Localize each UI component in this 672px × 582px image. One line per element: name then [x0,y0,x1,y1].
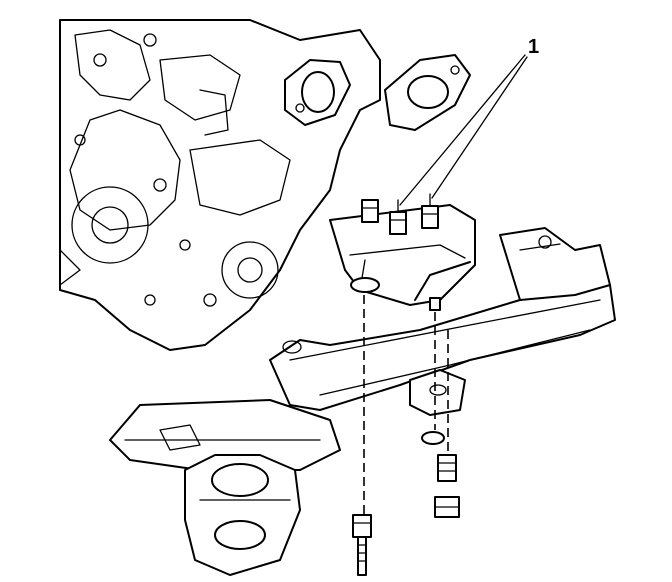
washer [421,431,445,445]
mount-bolt-right [434,454,460,518]
nut-small [429,297,441,311]
callout-leaders [399,54,528,206]
engine-block [59,19,381,351]
manifold-flanges [284,54,471,131]
stud-nut [361,199,379,223]
alignment-lines [363,295,449,515]
mount-stud-nuts [361,193,439,235]
stud-nut [421,193,439,229]
engine-mount-bracket [329,204,476,306]
callout-1: 1 [528,36,540,58]
stud-nut [389,199,407,235]
mount-bolt-left [352,514,372,576]
subframe [109,227,616,576]
